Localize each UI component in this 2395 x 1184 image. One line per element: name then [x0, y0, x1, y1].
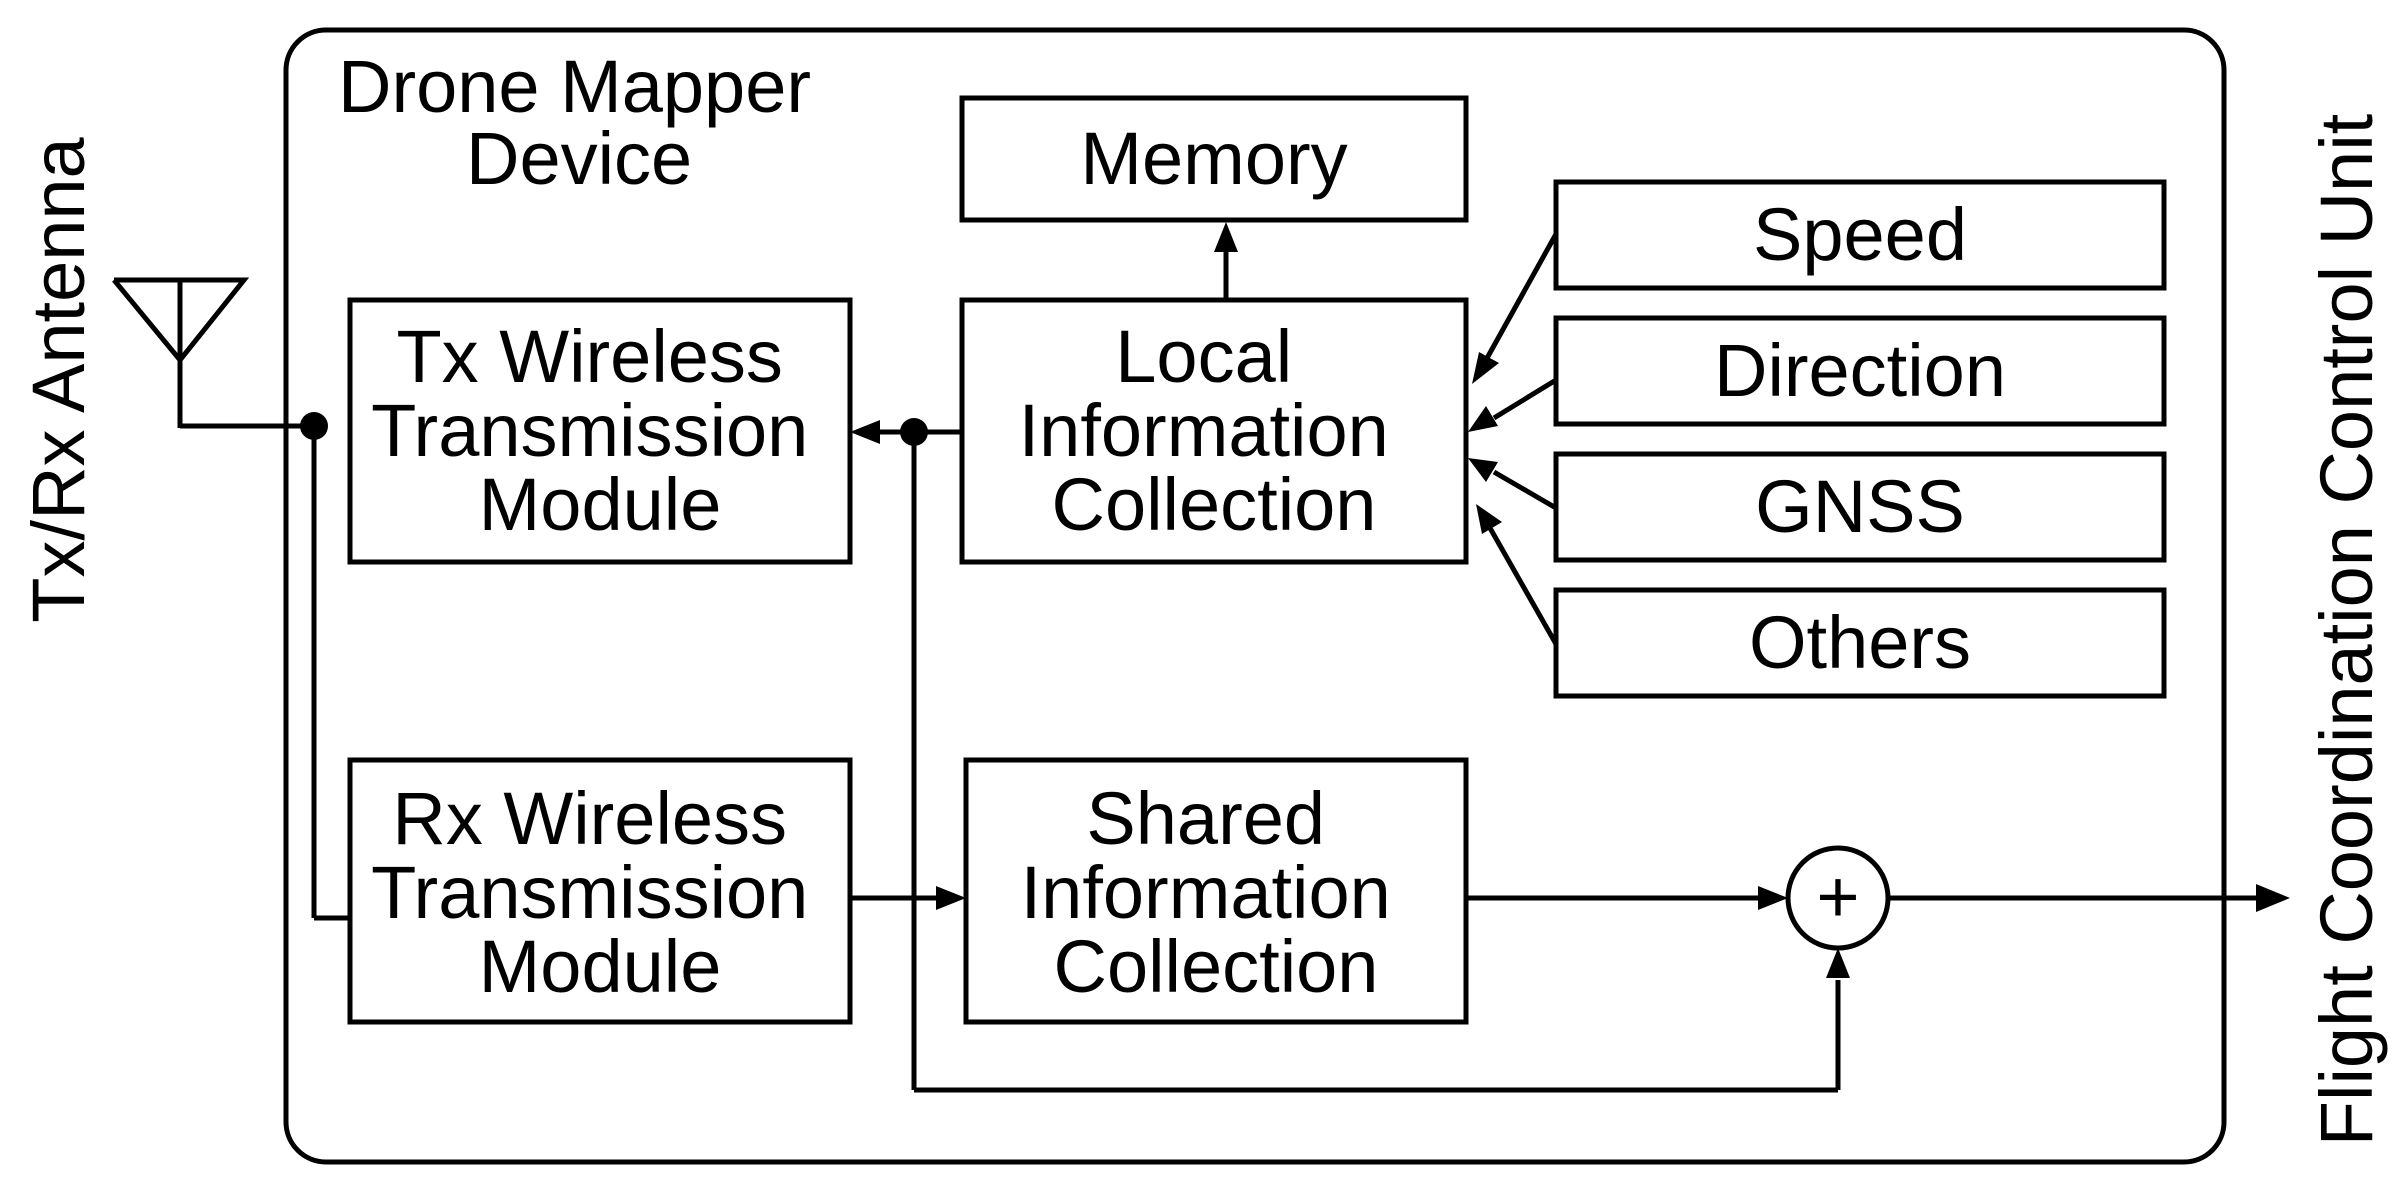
speed-label: Speed	[1753, 193, 1967, 276]
shared-info-label: Shared Information Collection	[1021, 777, 1412, 1008]
memory-block: Memory	[959, 95, 1469, 223]
shared-to-summer-arrow	[1466, 886, 1788, 910]
rx-module-label: Rx Wireless Transmission Module	[371, 777, 829, 1008]
local-info-block: Local Information Collection	[959, 297, 1469, 565]
others-arrow	[1476, 504, 1559, 646]
tx-module-label: Tx Wireless Transmission Module	[371, 315, 829, 546]
direction-label: Direction	[1714, 329, 2006, 412]
memory-label: Memory	[1080, 117, 1347, 200]
device-title-line-2: Device	[466, 117, 692, 200]
gnss-label: GNSS	[1755, 465, 1965, 548]
output-label: Flight Coordination Control Unit	[2305, 113, 2388, 1146]
tx-module-block: Tx Wireless Transmission Module	[347, 297, 853, 565]
summer-symbol: +	[1816, 855, 1859, 938]
device-title-line-1: Drone Mapper	[338, 45, 811, 128]
speed-block: Speed	[1553, 179, 2167, 291]
summer-to-output-arrow	[1888, 884, 2290, 912]
rx-to-shared-arrow	[850, 886, 966, 910]
summer-node: +	[1785, 845, 1891, 951]
antenna-junction-dot	[300, 412, 328, 440]
antenna-icon	[112, 277, 310, 429]
others-label: Others	[1749, 601, 1971, 684]
local-to-memory-arrow	[1214, 222, 1238, 300]
shared-info-block: Shared Information Collection	[963, 757, 1469, 1025]
antenna-label: Tx/Rx Antenna	[17, 136, 100, 622]
direction-block: Direction	[1553, 315, 2167, 427]
device-title: Drone Mapper Device	[338, 45, 832, 200]
local-to-summer-wire	[911, 432, 1850, 1093]
direction-arrow	[1468, 377, 1558, 432]
rx-module-block: Rx Wireless Transmission Module	[347, 757, 853, 1025]
gnss-arrow	[1468, 458, 1558, 511]
local-info-label: Local Information Collection	[1019, 315, 1410, 546]
others-block: Others	[1553, 587, 2167, 699]
gnss-block: GNSS	[1553, 451, 2167, 563]
speed-arrow	[1472, 232, 1559, 384]
antenna-rx-wire	[311, 426, 350, 921]
